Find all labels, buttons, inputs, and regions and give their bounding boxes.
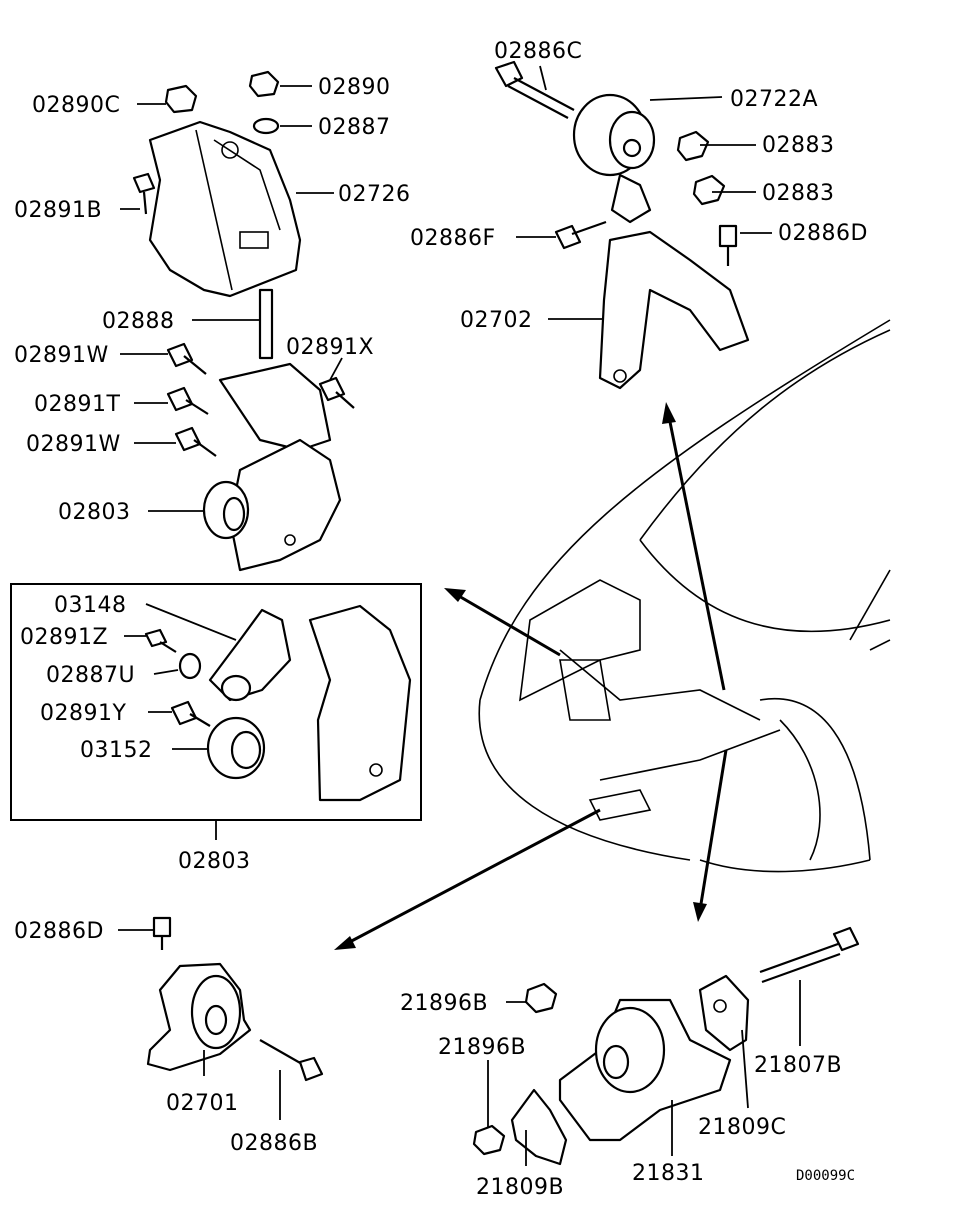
- label-02883-b: 02883: [762, 181, 835, 206]
- pointer-arrows: [334, 402, 728, 950]
- bolt-02886C: [494, 60, 575, 119]
- label-02891B: 02891B: [14, 198, 102, 223]
- label-02886D-bottom: 02886D: [14, 919, 104, 944]
- bracket-21809B: [510, 1088, 568, 1166]
- stud-02888: [258, 288, 274, 360]
- bolt-02886D-bottom: [152, 916, 172, 950]
- bolt-02891W-b: [174, 426, 217, 457]
- label-02726: 02726: [338, 182, 411, 207]
- bracket-02803-detail: [308, 604, 412, 802]
- bracket-02702: [598, 230, 750, 390]
- label-02886C-top: 02886C: [494, 39, 582, 64]
- nut-21896B-a: [524, 982, 558, 1014]
- bolt-02891Y: [170, 700, 211, 727]
- bolt-02886F: [554, 220, 607, 250]
- label-02887U: 02887U: [46, 663, 135, 688]
- label-02891W-a: 02891W: [14, 343, 109, 368]
- bolt-02886D-top: [718, 224, 738, 266]
- label-02891W-b: 02891W: [26, 432, 121, 457]
- bolt-02891Z: [144, 628, 177, 653]
- washer-02887: [252, 117, 280, 135]
- vehicle-body-outline: [478, 319, 891, 873]
- bolt-21807B: [759, 926, 860, 984]
- nut-21896B-b: [472, 1124, 506, 1156]
- rear-mount-group-right: [472, 926, 860, 1166]
- bushing-02722A: [572, 93, 656, 224]
- label-02803-box: 02803: [178, 849, 251, 874]
- bushing-03152: [206, 716, 266, 780]
- label-02886D-top: 02886D: [778, 221, 868, 246]
- label-02891X: 02891X: [286, 335, 374, 360]
- nut-02890: [248, 70, 280, 98]
- nut-02890C: [164, 84, 198, 114]
- label-02890: 02890: [318, 75, 391, 100]
- label-03148: 03148: [54, 593, 127, 618]
- label-02883-a: 02883: [762, 133, 835, 158]
- label-02891Y: 02891Y: [40, 701, 126, 726]
- rear-mount-group-left: [146, 916, 324, 1082]
- mount-21831: [558, 998, 732, 1142]
- nut-02883-a: [676, 130, 710, 162]
- detail-box-parts: [144, 604, 412, 802]
- side-mount-group: [166, 342, 355, 572]
- washer-02887U: [178, 652, 202, 680]
- part-labels: 02886C 02722A 02883 02883 02886F 02886D …: [14, 39, 868, 1200]
- label-02887: 02887: [318, 115, 391, 140]
- label-21896B-a: 21896B: [400, 991, 488, 1016]
- label-02722A: 02722A: [730, 87, 818, 112]
- label-02803-main: 02803: [58, 500, 131, 525]
- bracket-21809C: [698, 974, 750, 1052]
- label-02701: 02701: [166, 1091, 239, 1116]
- bolt-02891X: [318, 376, 355, 409]
- label-21831: 21831: [632, 1161, 705, 1186]
- leader-lines: [118, 65, 801, 1166]
- front-mount-group: [494, 60, 750, 390]
- upper-mount-group: [132, 70, 302, 360]
- label-21809C: 21809C: [698, 1115, 786, 1140]
- label-21896B-b: 21896B: [438, 1035, 526, 1060]
- label-02891T: 02891T: [34, 392, 120, 417]
- label-02891Z: 02891Z: [20, 625, 108, 650]
- bolt-02891T: [166, 386, 209, 415]
- mount-02701: [146, 962, 252, 1072]
- mount-02726: [148, 120, 302, 298]
- label-21807B: 21807B: [754, 1053, 842, 1078]
- label-02886B: 02886B: [230, 1131, 318, 1156]
- nut-02883-b: [692, 174, 726, 206]
- bolt-02891B: [132, 172, 156, 215]
- label-02702: 02702: [460, 308, 533, 333]
- label-02886F: 02886F: [410, 226, 496, 251]
- label-02888: 02888: [102, 309, 175, 334]
- label-03152: 03152: [80, 738, 153, 763]
- bolt-02886B: [259, 1039, 324, 1082]
- bolt-02891W-a: [166, 342, 207, 375]
- bracket-02803: [202, 362, 342, 572]
- label-02890C: 02890C: [32, 93, 120, 118]
- diagram-code: D00099C: [796, 1168, 855, 1184]
- label-21809B: 21809B: [476, 1175, 564, 1200]
